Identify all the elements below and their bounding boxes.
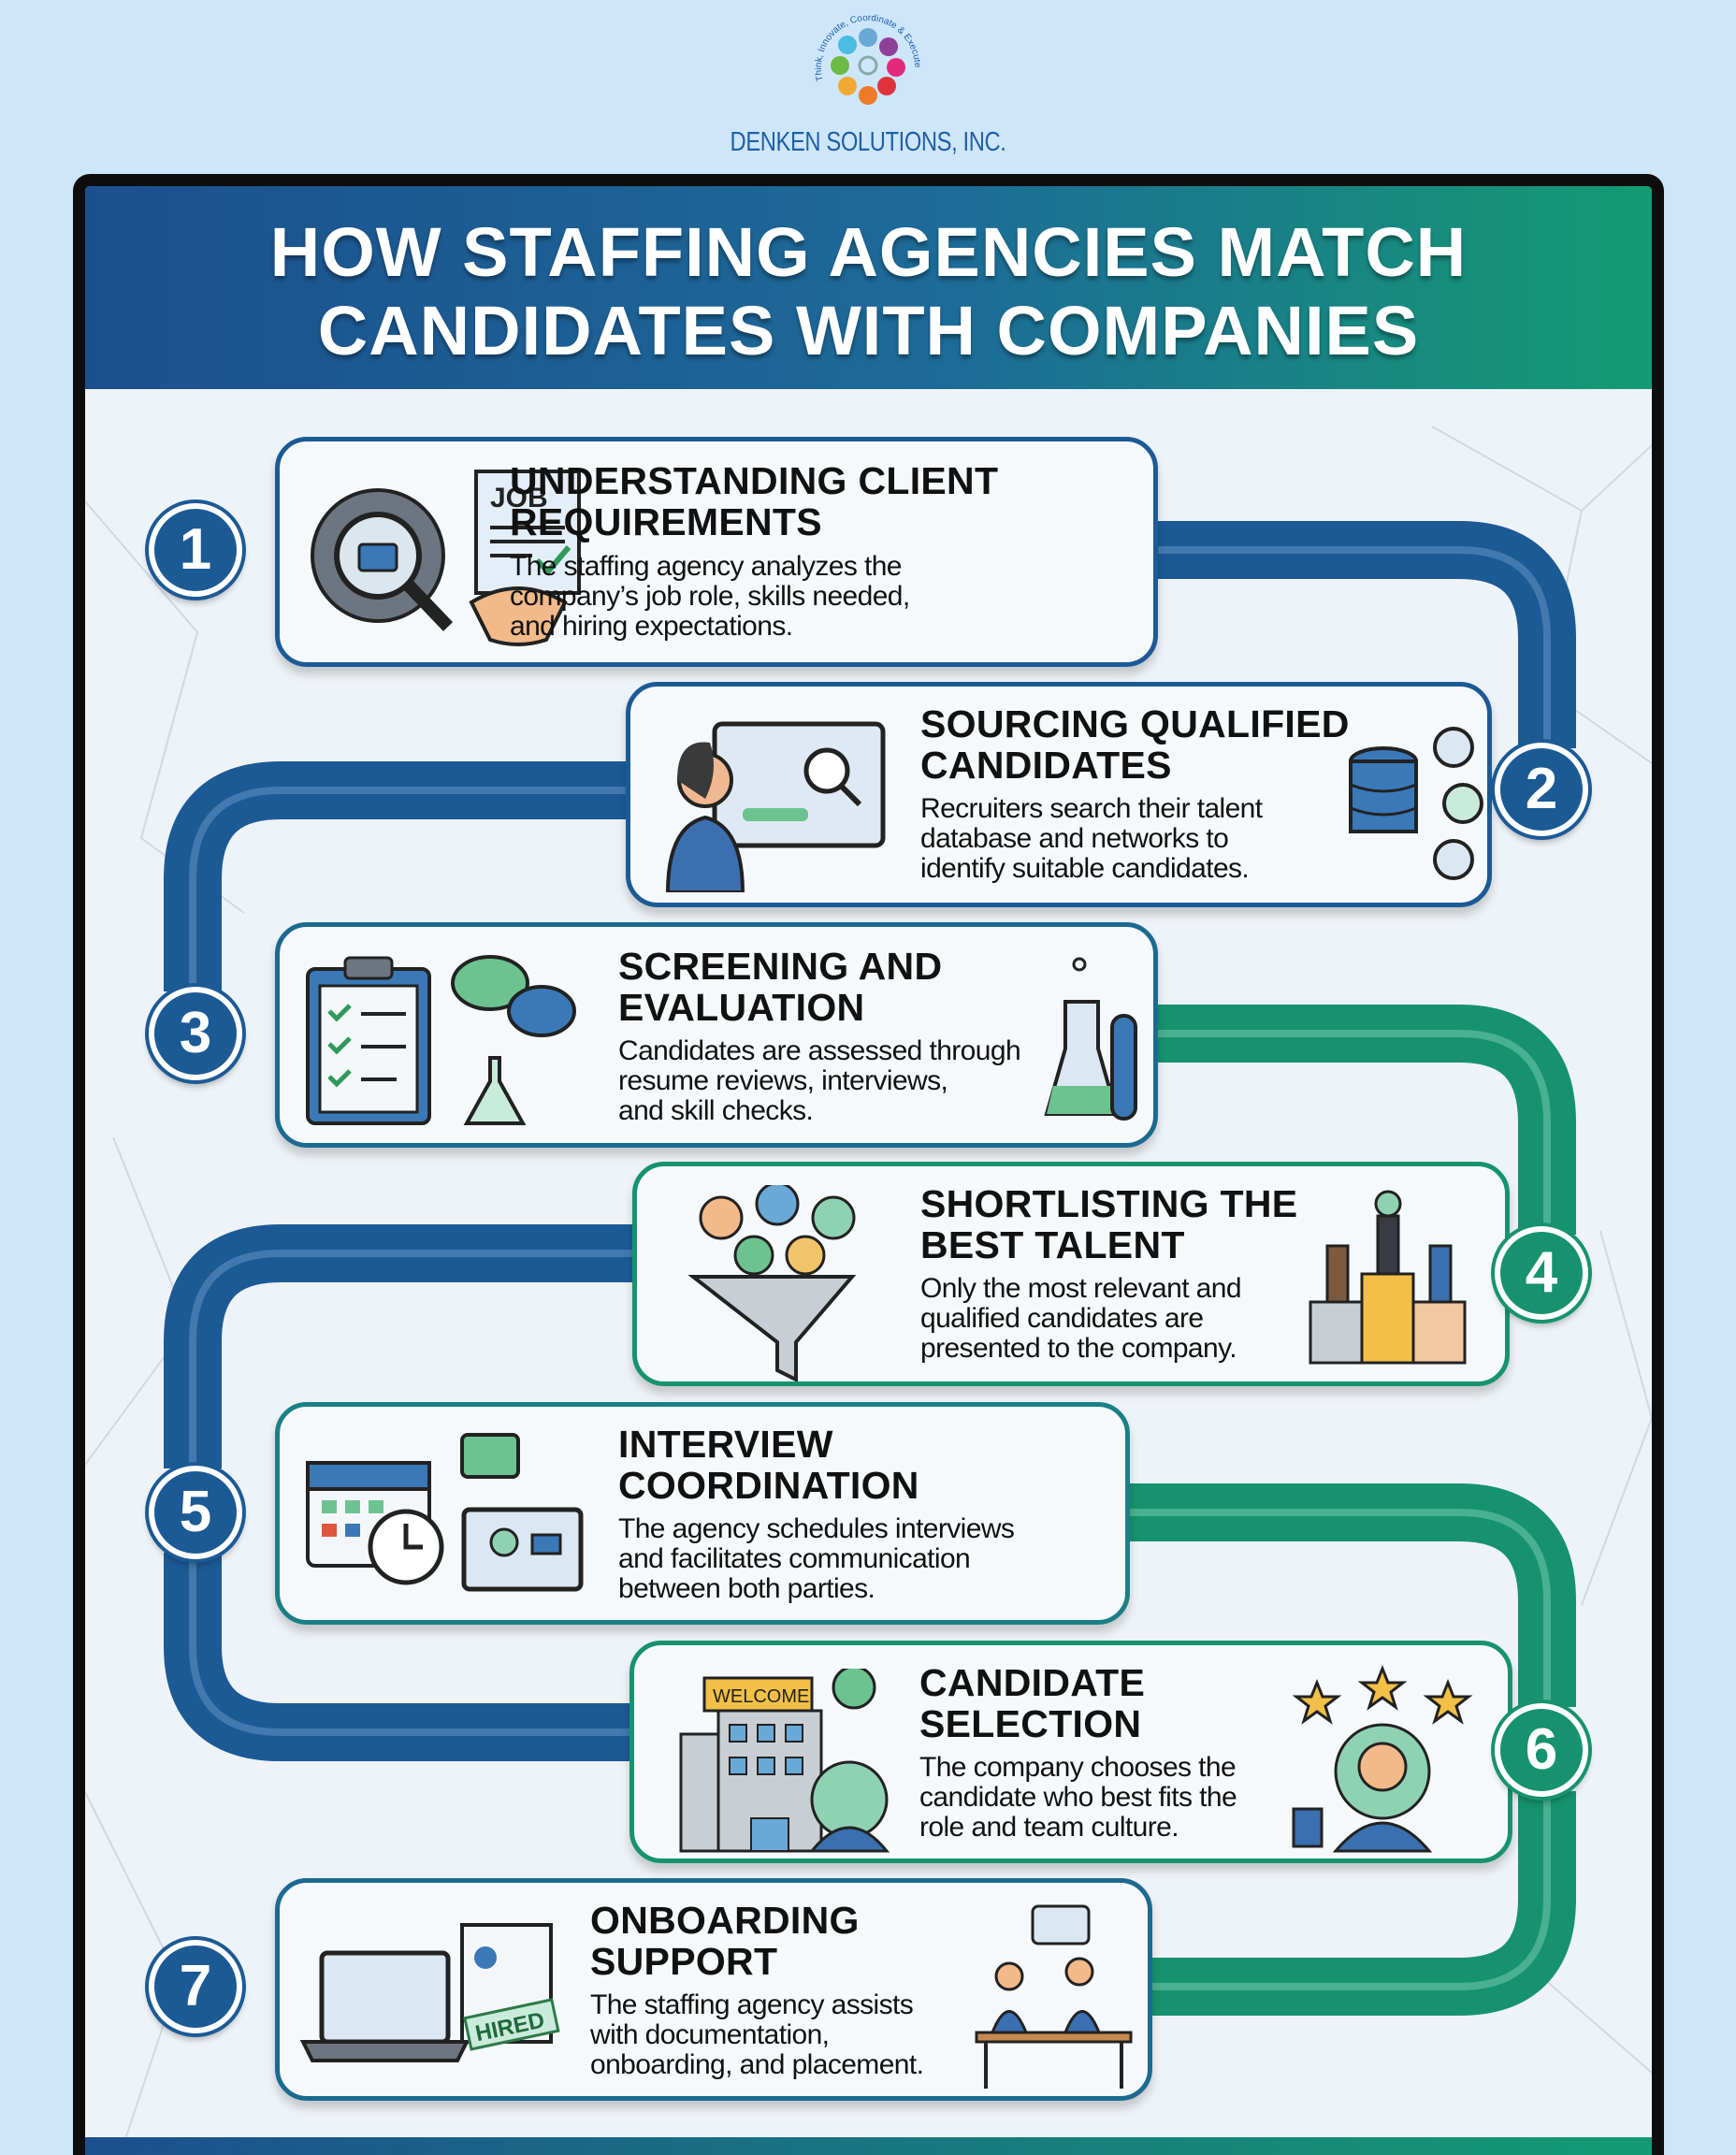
- svg-text:JOB: JOB: [490, 483, 548, 513]
- step-number-2: 2: [1495, 743, 1588, 836]
- step-number-1: 1: [149, 503, 242, 597]
- welcome-building-icon: WELCOME: [679, 1669, 890, 1853]
- company-logo: Think, Innovate, Coordinate & Execute: [814, 13, 922, 105]
- connector-1-2: [1150, 521, 1576, 748]
- title-banner: HOW STAFFING AGENCIES MATCH CANDIDATES W…: [85, 186, 1652, 389]
- podium-icon: [1309, 1190, 1467, 1365]
- step-number-5: 5: [149, 1466, 242, 1559]
- bottom-bar: [85, 2137, 1652, 2155]
- step-number-6: 6: [1495, 1703, 1588, 1797]
- company-name: DENKEN SOLUTIONS, INC.: [730, 127, 1006, 157]
- connector-6-7: [1146, 1791, 1576, 2016]
- title-line-2: CANDIDATES WITH COMPANIES: [317, 292, 1420, 369]
- connector-4-5: [164, 1224, 636, 1468]
- step-number-3: 3: [149, 987, 242, 1080]
- connector-5-down: [164, 1553, 636, 1761]
- meeting-table-icon: [975, 1904, 1133, 2089]
- laptop-hired-icon: HIRED: [299, 1923, 560, 2062]
- step-number-7: 7: [149, 1940, 242, 2033]
- step-number-4: 4: [1495, 1226, 1588, 1320]
- recruiter-computer-icon: [665, 721, 886, 892]
- connector-5-6: [1122, 1483, 1576, 1707]
- database-network-icon: [1349, 727, 1483, 880]
- calendar-video-call-icon: [306, 1433, 584, 1592]
- title-line-1: HOW STAFFING AGENCIES MATCH: [269, 213, 1468, 291]
- candidate-funnel-icon: [688, 1185, 857, 1381]
- svg-text:WELCOME: WELCOME: [713, 1686, 809, 1707]
- connector-2-3: [164, 761, 631, 991]
- stars-thumbs-up-icon: [1292, 1664, 1473, 1853]
- gear-job-handshake-icon: JOB: [311, 470, 581, 646]
- connector-3-4: [1150, 1005, 1576, 1235]
- flask-test-tube-icon: [1044, 957, 1137, 1121]
- checklist-chat-flask-icon: [306, 955, 576, 1125]
